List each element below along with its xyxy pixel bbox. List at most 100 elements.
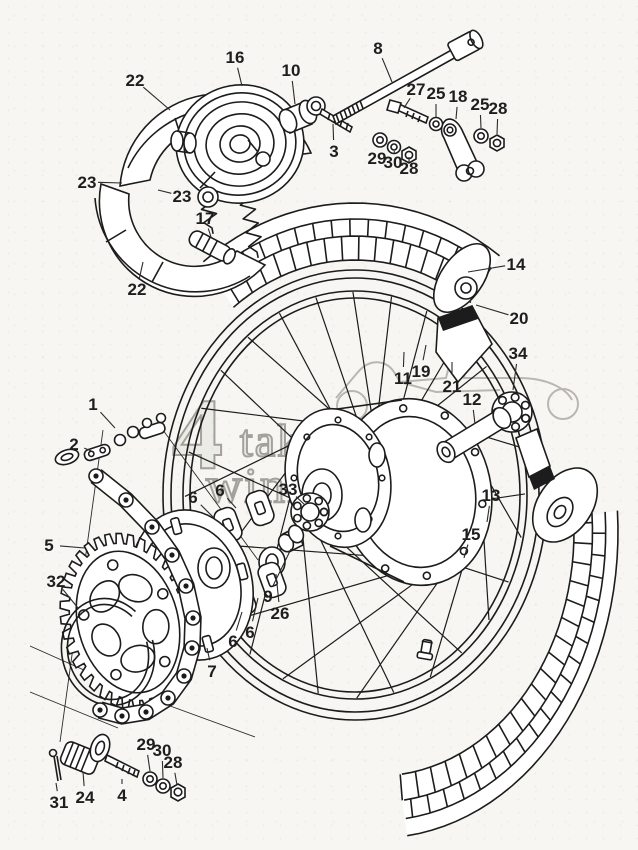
svg-text:23: 23: [173, 187, 192, 206]
svg-text:26: 26: [271, 604, 290, 623]
brake-cam: [188, 230, 237, 265]
tire-section-right: [398, 510, 619, 837]
valve-stem: [416, 638, 434, 661]
part-callout-19: 19: [412, 344, 431, 381]
part-callout-26: 26: [271, 573, 290, 623]
part-callout-25: 25: [471, 95, 490, 129]
svg-text:1: 1: [88, 395, 97, 414]
rear-axle: [332, 29, 484, 126]
part-callout-28: 28: [489, 99, 508, 135]
brake-shoe-lower: [94, 182, 267, 298]
svg-text:3: 3: [329, 142, 338, 161]
part-callout-24: 24: [76, 771, 95, 807]
svg-text:16: 16: [226, 48, 245, 67]
svg-text:6: 6: [215, 481, 224, 500]
svg-text:13: 13: [482, 486, 501, 505]
rear-sprocket: [59, 532, 197, 712]
svg-text:15: 15: [462, 525, 481, 544]
tire-top-cut-end: [432, 243, 493, 384]
part-callout-29: 29: [368, 146, 387, 168]
svg-text:22: 22: [126, 71, 145, 90]
washers-and-nut-lower: [142, 771, 186, 802]
svg-text:25: 25: [471, 95, 490, 114]
svg-text:6: 6: [188, 488, 197, 507]
svg-text:32: 32: [47, 572, 66, 591]
svg-text:30: 30: [384, 153, 403, 172]
part-callout-14: 14: [467, 255, 526, 274]
brake-panel: [170, 84, 305, 208]
svg-text:2: 2: [69, 435, 78, 454]
cotter-pin: [48, 748, 62, 782]
svg-text:10: 10: [282, 61, 301, 80]
part-callout-6: 6: [215, 481, 237, 509]
svg-text:33: 33: [279, 480, 298, 499]
part-callout-28: 28: [400, 157, 419, 178]
chain-adjuster-lower: [59, 733, 111, 775]
part-callout-3: 3: [329, 123, 339, 161]
hub: [284, 397, 493, 587]
part-callout-9: 9: [263, 548, 292, 606]
adjuster-bolt-upper: [385, 99, 429, 125]
part-callout-30: 30: [153, 741, 172, 779]
part-callout-20: 20: [475, 304, 529, 328]
chain-master-link: [54, 412, 167, 466]
svg-text:29: 29: [137, 735, 156, 754]
axle-spacer: [278, 99, 318, 135]
svg-text:4: 4: [117, 786, 127, 805]
svg-text:5: 5: [44, 536, 53, 555]
svg-text:8: 8: [373, 39, 382, 58]
svg-text:14: 14: [507, 255, 526, 274]
svg-text:21: 21: [443, 377, 462, 396]
sprocket-retainer-ring: [60, 597, 156, 707]
part-callout-18: 18: [449, 87, 468, 120]
part-callout-31: 31: [50, 782, 68, 812]
part-callout-29: 29: [137, 735, 156, 772]
part-callout-1: 1: [88, 395, 116, 429]
part-callout-33: 33: [279, 480, 306, 506]
svg-text:24: 24: [76, 788, 95, 807]
part-callout-7: 7: [206, 647, 217, 681]
svg-text:12: 12: [463, 390, 482, 409]
part-callout-2: 2: [69, 435, 95, 454]
svg-text:20: 20: [510, 309, 529, 328]
part-callout-22: 22: [128, 261, 147, 299]
svg-text:6: 6: [245, 623, 254, 642]
part-callout-28: 28: [164, 753, 183, 786]
svg-text:18: 18: [449, 87, 468, 106]
part-callout-15: 15: [462, 525, 481, 559]
svg-text:28: 28: [489, 99, 508, 118]
hub-bearing: [290, 492, 330, 532]
svg-text:29: 29: [368, 149, 387, 168]
part-callout-6: 6: [245, 597, 259, 642]
svg-text:7: 7: [207, 662, 216, 681]
svg-text:19: 19: [412, 362, 431, 381]
part-callout-34: 34: [509, 344, 528, 391]
svg-text:28: 28: [400, 159, 419, 178]
part-callout-5: 5: [44, 536, 86, 555]
tire-right-cut-end: [515, 427, 599, 543]
svg-text:11: 11: [394, 369, 412, 388]
washers-and-nuts-upper: [372, 116, 505, 164]
part-callout-17: 17: [196, 209, 215, 238]
svg-text:22: 22: [128, 280, 147, 299]
svg-text:28: 28: [164, 753, 183, 772]
svg-text:17: 17: [196, 209, 215, 228]
part-callout-11: 11: [394, 351, 412, 388]
svg-text:23: 23: [78, 173, 97, 192]
svg-text:6: 6: [228, 632, 237, 651]
part-callout-25: 25: [427, 84, 445, 117]
svg-text:30: 30: [153, 741, 172, 760]
part-callout-6: 6: [188, 488, 217, 521]
part-callout-22: 22: [126, 71, 171, 111]
part-callout-23: 23: [78, 173, 123, 192]
part-callout-30: 30: [384, 151, 403, 172]
part-callout-16: 16: [226, 48, 245, 87]
part-callout-21: 21: [443, 362, 462, 396]
part-callout-13: 13: [482, 486, 501, 523]
part-callout-27: 27: [403, 80, 426, 109]
part-callout-10: 10: [282, 61, 301, 105]
svg-text:9: 9: [263, 587, 272, 606]
svg-text:27: 27: [407, 80, 426, 99]
